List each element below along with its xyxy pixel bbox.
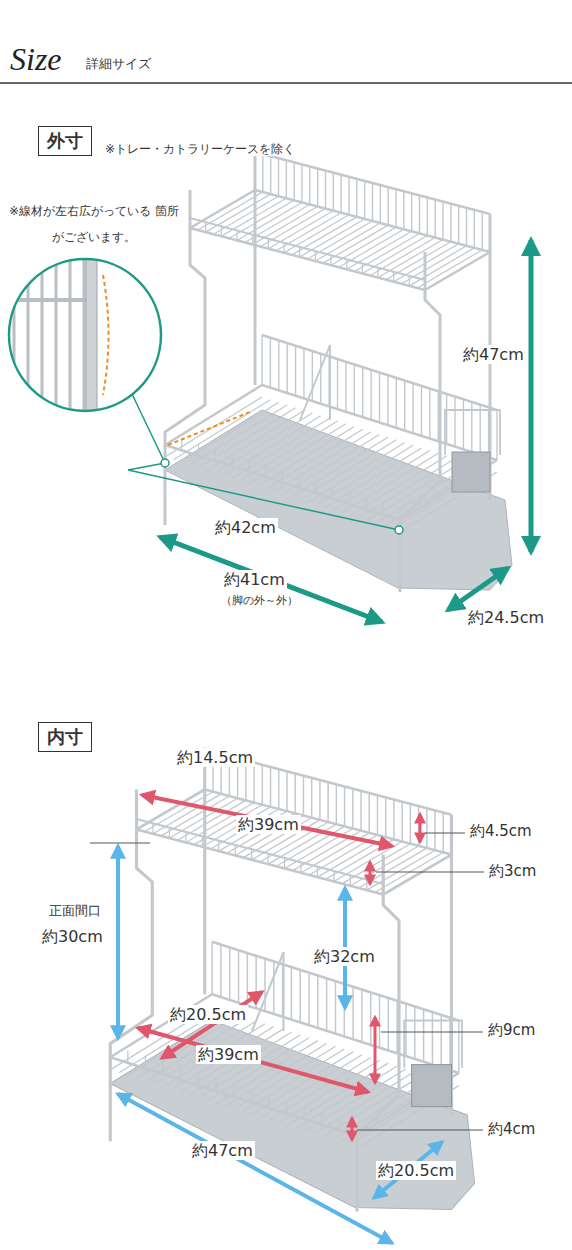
rack-drawing (110, 748, 474, 1212)
note-text: （脚の外～外） (219, 594, 300, 607)
dimension-label: 約47cm (461, 345, 526, 364)
dimension-label: 約39cm (236, 815, 301, 834)
note-text: ※線材が左右広がっている 箇所がございます。 (3, 198, 185, 251)
dimension-label: 約3cm (487, 862, 538, 880)
dimension-label: 約32cm (312, 947, 377, 966)
dimension-label: 約14.5cm (175, 748, 255, 767)
header-rule (0, 82, 572, 84)
dimension-label: 約9cm (486, 1021, 537, 1039)
section-label: 内寸 (47, 725, 83, 749)
note-text: 正面間口 (47, 903, 103, 919)
dimension-label: 約20.5cm (168, 1005, 248, 1024)
rack-drawing (165, 150, 512, 592)
dimension-label: 約30cm (40, 927, 105, 946)
note-text: 詳細サイズ (84, 56, 153, 72)
dimension-label: 約4cm (486, 1120, 537, 1138)
note-text: ※トレー・カトラリーケースを除く (103, 142, 297, 156)
dimension-label: 約39cm (196, 1045, 261, 1064)
dimension-label: 約24.5cm (466, 608, 546, 627)
dimension-label: 約20.5cm (376, 1161, 456, 1180)
section-tag: 外寸 (38, 126, 92, 156)
magnifier (5, 240, 403, 534)
dimension-arrow (160, 240, 531, 622)
section-tag: 内寸 (38, 722, 92, 752)
leader-line (90, 833, 484, 1130)
section-label: 外寸 (47, 129, 83, 153)
dimension-label: 約41cm (222, 570, 287, 589)
dimension-label: 約42cm (213, 518, 278, 537)
title: Size (10, 40, 62, 78)
dimension-label: 約4.5cm (468, 822, 534, 840)
dimension-label: 約47cm (190, 1141, 255, 1160)
